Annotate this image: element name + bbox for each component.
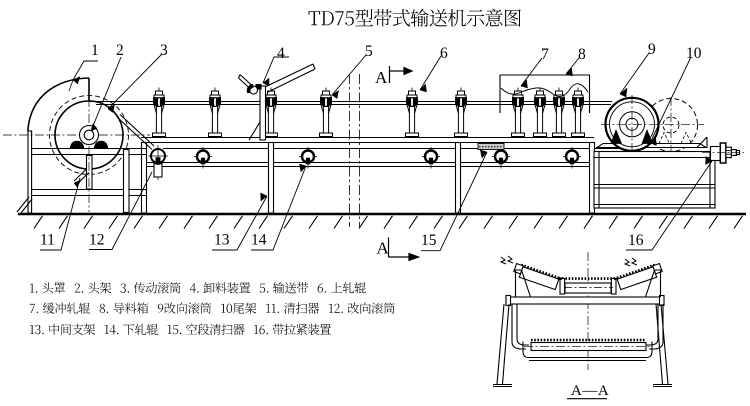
svg-text:A—A: A—A	[571, 383, 609, 399]
svg-text:8: 8	[578, 46, 586, 63]
svg-text:12: 12	[89, 232, 105, 249]
svg-text:10: 10	[686, 45, 702, 62]
svg-text:A: A	[375, 68, 388, 87]
svg-text:15: 15	[421, 232, 437, 249]
svg-text:11: 11	[40, 232, 55, 249]
svg-text:14: 14	[251, 232, 267, 249]
svg-text:7: 7	[541, 46, 549, 63]
svg-text:9: 9	[648, 41, 656, 58]
svg-text:2: 2	[116, 42, 124, 59]
svg-text:3: 3	[160, 42, 168, 59]
svg-text:13: 13	[214, 232, 230, 249]
svg-text:4: 4	[277, 45, 285, 62]
svg-text:1: 1	[91, 42, 99, 59]
svg-text:A: A	[377, 239, 390, 258]
svg-text:16: 16	[628, 232, 644, 249]
svg-text:6: 6	[440, 45, 448, 62]
svg-text:5: 5	[365, 43, 373, 60]
